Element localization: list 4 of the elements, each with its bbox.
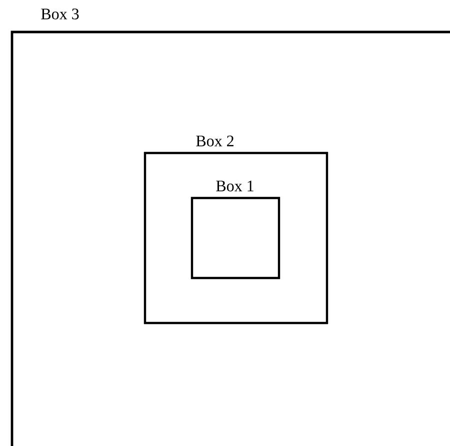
node-label: Box 1 — [216, 180, 254, 192]
box: Box 1 — [190, 180, 280, 280]
node-label: Box 3 — [41, 8, 79, 20]
node-label: Box 2 — [196, 136, 234, 146]
